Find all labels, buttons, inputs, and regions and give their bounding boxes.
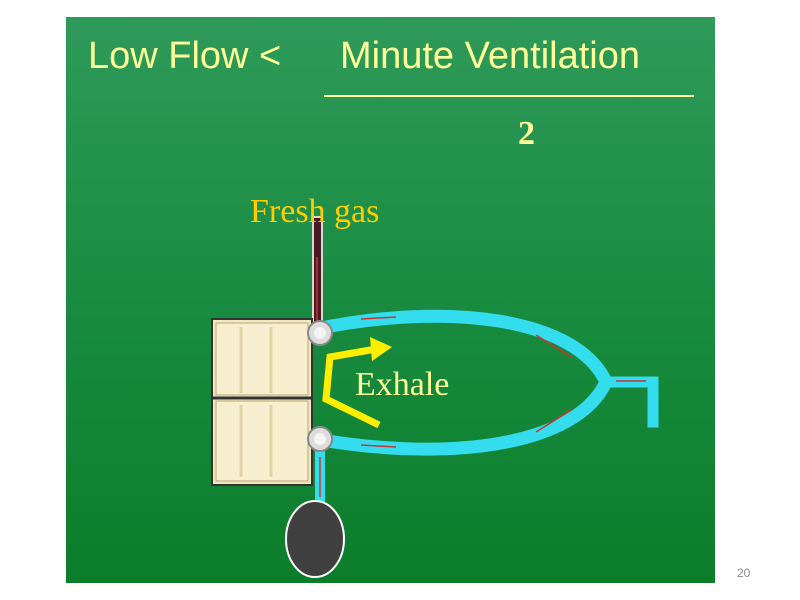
slide-number: 20 — [737, 566, 751, 580]
absorber-chamber-top — [215, 322, 309, 396]
exhale-label: Exhale — [355, 366, 450, 403]
formula-numerator: Minute Ventilation — [340, 35, 640, 77]
exhale-arrow — [322, 345, 381, 429]
flow-arrow-5 — [360, 444, 397, 448]
expiratory-valve-inner — [314, 433, 326, 445]
formula-lhs: Low Flow < — [88, 35, 282, 77]
fresh-gas-label: Fresh gas — [250, 193, 380, 230]
absorber-chamber-bottom — [215, 400, 309, 482]
inspiratory-valve-inner — [314, 327, 326, 339]
slide: Low Flow < Minute Ventilation 2 — [66, 17, 715, 583]
formula-denominator: 2 — [518, 115, 535, 152]
flow-arrow-2 — [535, 334, 572, 358]
flow-arrow-1 — [360, 316, 397, 320]
flow-arrow-4 — [535, 409, 572, 433]
fraction-bar — [324, 95, 694, 97]
exhale-arrowhead — [370, 337, 392, 361]
breathing-circuit-diagram — [211, 216, 659, 578]
reservoir-bag — [285, 500, 345, 578]
patient-connector — [600, 376, 659, 428]
